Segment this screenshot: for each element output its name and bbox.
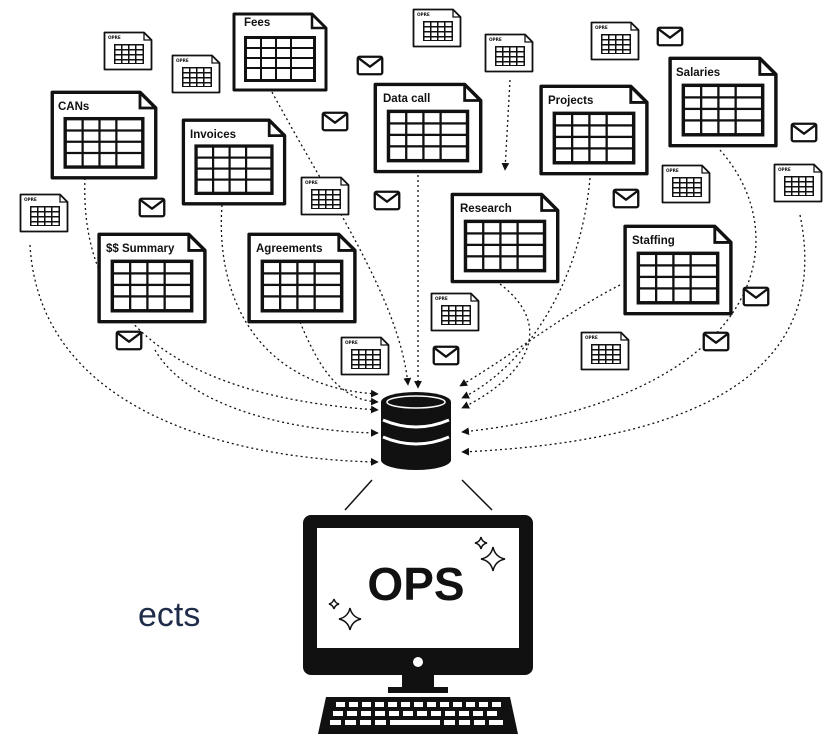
flow-line-right-opre (461, 214, 806, 456)
small-document: OPRE (430, 292, 480, 332)
document-label-research: Research (460, 203, 512, 215)
svg-text:OPRE: OPRE (489, 37, 502, 42)
flow-line-agreements (299, 321, 379, 406)
flow-line-left-opre (29, 244, 379, 466)
document-data-call: Data call (373, 82, 483, 174)
svg-text:OPRE: OPRE (435, 296, 448, 301)
svg-text:OPRE: OPRE (108, 35, 121, 40)
envelope-icon (432, 345, 460, 366)
envelope-icon (321, 111, 349, 132)
small-document: OPRE (412, 8, 462, 48)
svg-text:OPRE: OPRE (305, 180, 318, 185)
document-research: Research (450, 192, 560, 284)
document-label-projects: Projects (548, 95, 593, 107)
svg-text:OPRE: OPRE (666, 168, 679, 173)
svg-text:OPRE: OPRE (585, 335, 598, 340)
power-dot (413, 657, 423, 667)
flow-line-top-opre (501, 79, 511, 171)
envelope-icon (742, 286, 770, 307)
small-document: OPRE (340, 336, 390, 376)
envelope-icon (138, 197, 166, 218)
document-staffing: Staffing (623, 224, 733, 316)
small-document: OPRE (103, 31, 153, 71)
document-label-data-call: Data call (383, 93, 430, 105)
envelope-icon (612, 188, 640, 209)
envelope-icon (115, 330, 143, 351)
document-label-invoices: Invoices (190, 129, 236, 141)
small-document: OPRE (19, 193, 69, 233)
envelope-icon (702, 331, 730, 352)
envelope-icon (373, 190, 401, 211)
small-document: OPRE (300, 176, 350, 216)
partial-side-text: ects (138, 596, 201, 634)
document-fees: Fees (232, 12, 328, 92)
svg-text:OPRE: OPRE (24, 197, 37, 202)
document-cans: CANs (50, 90, 158, 180)
document-projects: Projects (539, 84, 649, 176)
computer-icon: OPS (303, 515, 533, 734)
flow-line-staffing (459, 284, 621, 387)
monitor-ops-text: OPS (367, 558, 464, 610)
keyboard-icon (318, 697, 518, 734)
envelope-icon (790, 122, 818, 143)
document-label-summary: $$ Summary (106, 243, 175, 255)
flow-line-summary (154, 349, 379, 437)
flow-line-invoices (220, 204, 379, 398)
flow-line-fees (271, 91, 412, 386)
database-icon (381, 392, 451, 470)
document-invoices: Invoices (181, 118, 287, 206)
document-label-salaries: Salaries (676, 67, 720, 79)
document-salaries: Salaries (668, 56, 778, 148)
document-label-fees: Fees (244, 17, 270, 29)
envelope-icon (656, 26, 684, 47)
envelope-icon (356, 55, 384, 76)
small-document: OPRE (590, 21, 640, 61)
small-document: OPRE (484, 33, 534, 73)
small-document: OPRE (580, 331, 630, 371)
svg-text:OPRE: OPRE (595, 25, 608, 30)
document-agreements: Agreements (247, 232, 357, 324)
small-document: OPRE (171, 54, 221, 94)
small-document: OPRE (773, 163, 823, 203)
document-summary: $$ Summary (97, 232, 207, 324)
svg-text:OPRE: OPRE (778, 167, 791, 172)
document-label-staffing: Staffing (632, 235, 675, 247)
connector-lines (344, 479, 493, 511)
sparkle-icon (328, 536, 506, 631)
document-label-agreements: Agreements (256, 243, 322, 255)
small-document: OPRE (661, 164, 711, 204)
svg-text:OPRE: OPRE (417, 12, 430, 17)
svg-text:OPRE: OPRE (176, 58, 189, 63)
svg-text:OPRE: OPRE (345, 340, 358, 345)
flow-line-projects (461, 177, 591, 399)
document-label-cans: CANs (58, 101, 89, 113)
